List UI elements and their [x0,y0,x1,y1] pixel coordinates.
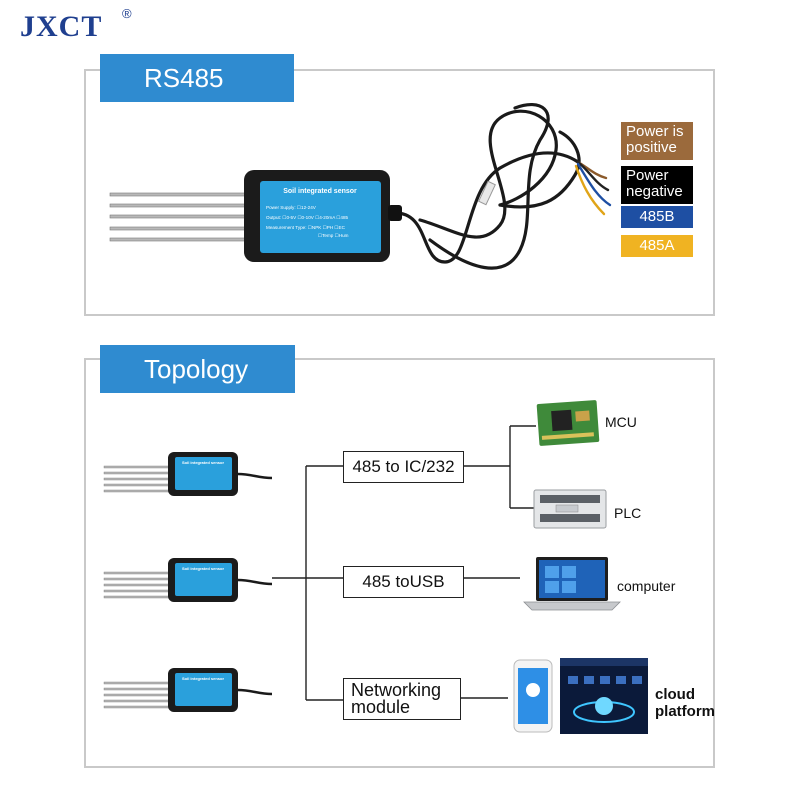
converter-box-usb: 485 toUSB [343,566,464,598]
mini-sensor-probe [103,577,177,581]
mini-sensor-cable [237,578,273,586]
mini-sensor-probe [103,595,177,599]
target-label-plc: PLC [614,505,642,521]
sensor-probes [109,192,251,242]
sensor-label-panel [260,181,381,253]
phone-icon [513,659,553,733]
sensor-cable [390,103,581,270]
brand-logo: JXCT [20,10,103,43]
mini-sensor-title: Soil integrated sensor [182,566,224,571]
topology-header: Topology [100,345,295,393]
mini-sensor-cable [237,688,273,696]
wire-label-485a: 485A [621,235,693,257]
wire-label-power-positive-line1: Power is [626,123,684,140]
networking-module-line1: Networking [351,680,442,700]
mini-sensor-cable [237,472,273,480]
mcu-board-icon [536,400,600,446]
rs485-header: RS485 [100,54,294,102]
mini-sensor-probe [103,571,177,575]
mini-sensor-probe [103,705,177,709]
sensor-row-output: Output: ☐0-5V ☐0-10V ☐4-20mA ☐485 [266,215,349,220]
wire-label-power-negative-line1: Power [626,167,669,184]
mini-sensor-label-panel [175,457,232,490]
wire-label-485b: 485B [621,206,693,228]
networking-module-box: Networking module [343,678,461,720]
mini-sensor-probe [103,465,177,469]
wire-ends [574,160,612,216]
target-label-computer: computer [617,578,676,594]
sensor-row-temp-hum: ☐Temp ☐Hum [318,233,349,238]
mini-sensor-probe [103,687,177,691]
wire-label-power-negative: Power negative [621,166,693,204]
wire-label-power-positive-line2: positive [626,139,677,156]
cloud-label-line2: platform [655,703,715,720]
sensor-cable-gland [388,205,402,221]
mini-sensor-probe [103,489,177,493]
cloud-label-line1: cloud [655,686,695,703]
mini-sensor-label-panel [175,563,232,596]
mini-sensor: Soil integrated sensor [103,668,273,712]
sensor-row-power: Power Supply: ☐12-24V [266,205,317,210]
cable-tie [478,180,496,206]
mini-sensor-label-panel [175,673,232,706]
mini-sensor-probe [103,471,177,475]
converter-box-ic232: 485 to IC/232 [343,451,464,483]
mini-sensor: Soil integrated sensor [103,452,273,496]
mini-sensor-probe [103,483,177,487]
rs485-panel [84,69,715,316]
topology-connectors [272,425,536,701]
mini-sensor-probe [103,681,177,685]
networking-module-line2: module [351,697,411,717]
mini-sensor-title: Soil integrated sensor [182,460,224,465]
plc-icon [533,489,607,529]
mini-sensor-probe [103,583,177,587]
mini-sensor-probe [103,477,177,481]
sensor-row-measurement: Measurement Type: ☐NPK ☐PH ☐EC [266,225,346,230]
sensor-title: Soil integrated sensor [283,188,357,195]
target-label-cloud-platform: cloud platform [655,686,725,720]
mini-sensor-probe [103,699,177,703]
registered-mark: ® [122,6,132,21]
mini-sensor: Soil integrated sensor [103,558,273,602]
computer-icon [523,557,621,611]
mini-sensor-probe [103,693,177,697]
cloud-platform-icon [560,658,648,734]
target-label-mcu: MCU [605,414,637,430]
mini-sensor-title: Soil integrated sensor [182,676,224,681]
mini-sensor-probe [103,589,177,593]
wire-label-power-positive: Power is positive [621,122,693,160]
wire-label-power-negative-line2: negative [626,183,683,200]
